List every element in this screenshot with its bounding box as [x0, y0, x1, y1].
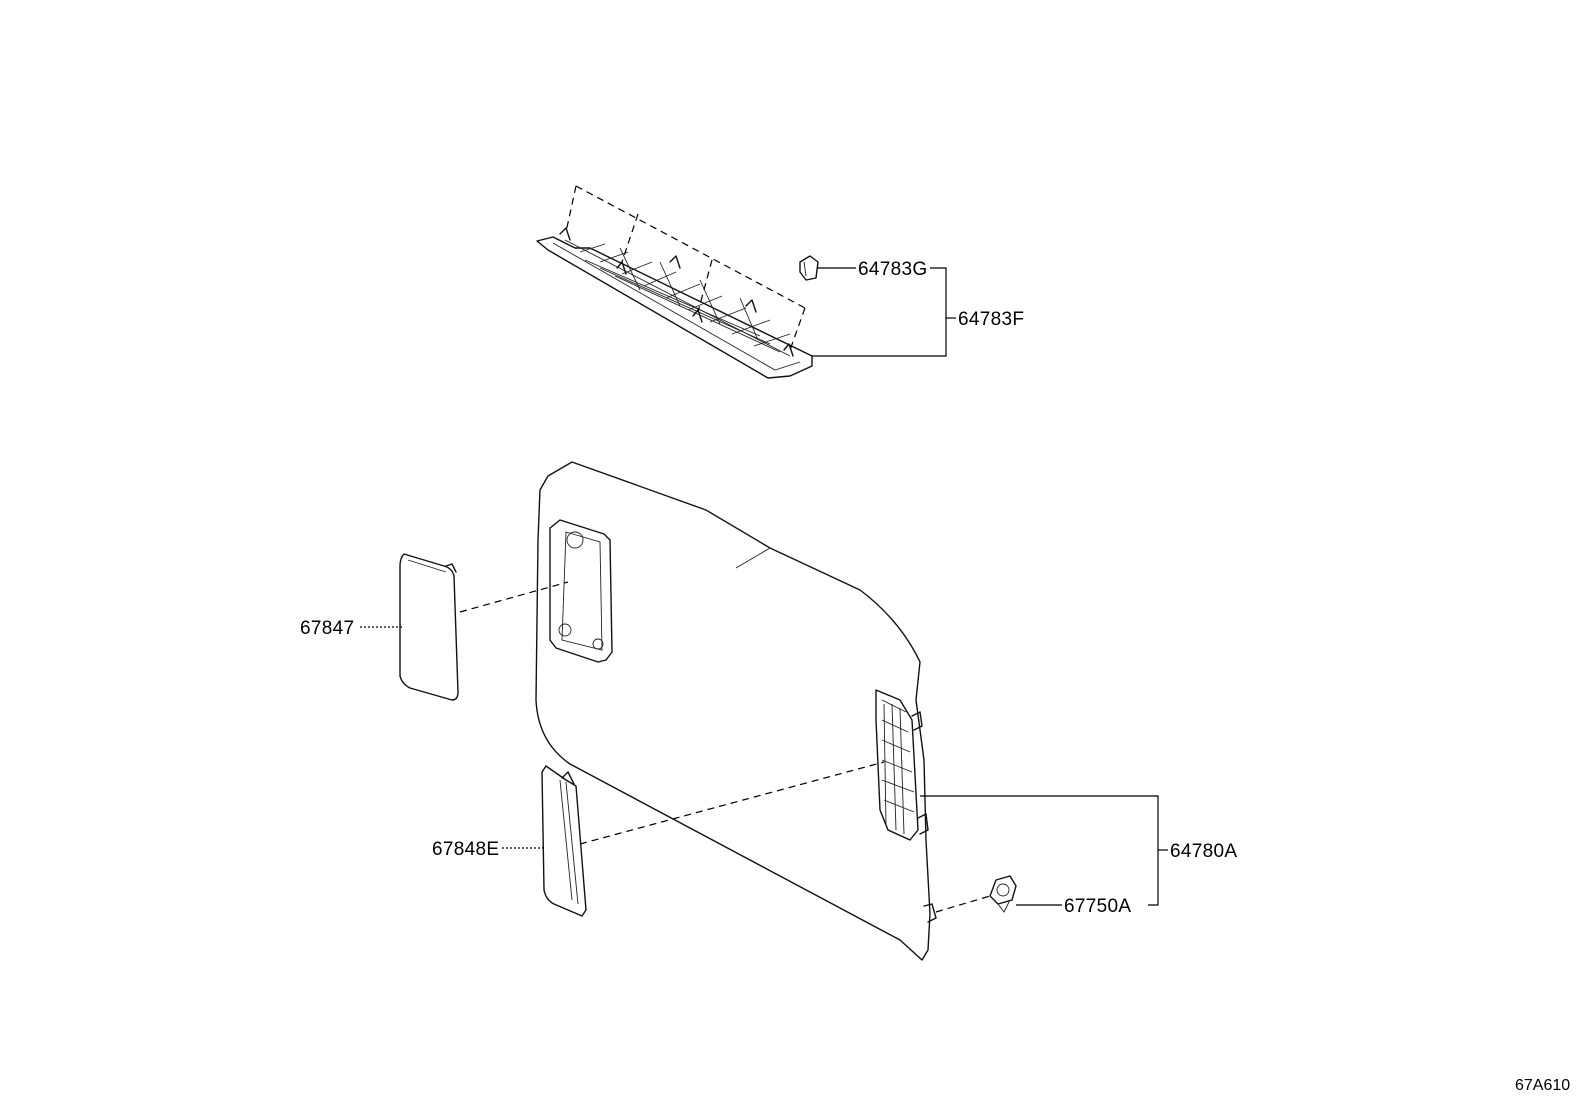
clip-64783G[interactable]: [799, 255, 819, 281]
label-67750A: 67750A: [1064, 896, 1131, 917]
cover-67847[interactable]: [399, 553, 459, 701]
label-64780A: 64780A: [1170, 841, 1237, 862]
grille-panel[interactable]: [536, 185, 813, 379]
cover-67848E[interactable]: [541, 765, 587, 917]
diagram-reference: 67A610: [1515, 1077, 1570, 1094]
label-64783F: 64783F: [958, 309, 1024, 330]
label-67848E: 67848E: [432, 839, 499, 860]
label-64783G: 64783G: [858, 259, 927, 280]
label-67847: 67847: [300, 618, 354, 639]
back-door-trim-panel[interactable]: [535, 461, 937, 961]
clip-67750A[interactable]: [989, 875, 1017, 913]
